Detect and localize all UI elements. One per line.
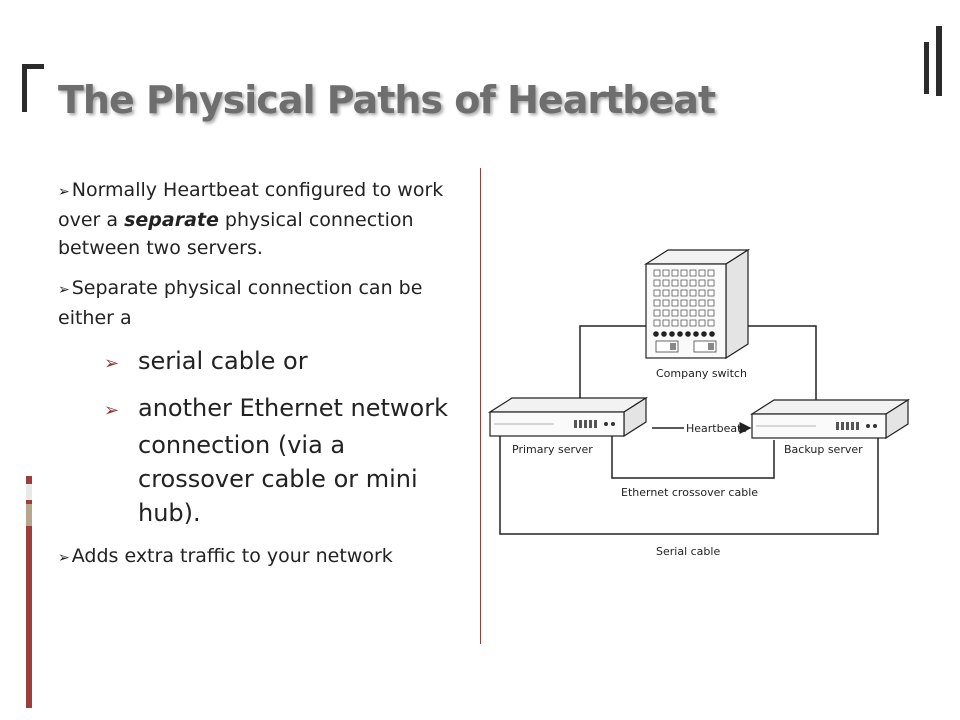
sub-bullet-1-text: serial cable or [138, 347, 308, 375]
switch-to-backup-cable [746, 325, 817, 406]
crossover-cable [611, 436, 775, 479]
bullet-1: ➢Normally Heartbeat configured to work o… [58, 176, 458, 262]
bullet-2-text: Separate physical connection can be eith… [58, 277, 423, 329]
serial-cable-label: Serial cable [656, 545, 720, 558]
bullet-2: ➢Separate physical connection can be eit… [58, 274, 458, 332]
sub-bullet-list: ➢ serial cable or ➢ another Ethernet netwo… [58, 344, 458, 530]
bullet-content: ➢Normally Heartbeat configured to work o… [58, 176, 458, 584]
corner-bar-horizontal [22, 64, 44, 69]
arrow-bullet-icon: ➢ [104, 353, 120, 374]
arrow-bullet-icon: ➢ [58, 184, 70, 200]
crossover-cable-label: Ethernet crossover cable [621, 486, 758, 499]
primary-server-icon [488, 396, 649, 438]
sub-bullet-1: ➢ serial cable or [58, 344, 458, 381]
sub-bullet-2: ➢ another Ethernet network connection (vi… [58, 391, 458, 530]
backup-server-icon [749, 398, 911, 440]
arrow-bullet-icon: ➢ [104, 400, 120, 421]
serial-cable [499, 432, 879, 535]
arrow-bullet-icon: ➢ [58, 282, 70, 298]
page-title: The Physical Paths of Heartbeat [58, 78, 716, 122]
heartbeat-network-diagram: Company switch Primary server Backup ser… [488, 248, 911, 558]
switch-label: Company switch [656, 367, 747, 380]
bullet-3-text: Adds extra traffic to your network [71, 545, 393, 567]
corner-bar-vertical-2 [924, 42, 929, 94]
heartbeats-label: Heartbeats [686, 422, 747, 435]
left-accent-bar [26, 476, 32, 708]
arrow-bullet-icon: ➢ [58, 550, 70, 566]
sub-bullet-2-text: another Ethernet network connection (via… [138, 394, 448, 527]
content-divider [480, 168, 481, 644]
switch-to-primary-cable [579, 325, 648, 402]
bullet-1-post: physical connection between two servers. [58, 209, 414, 259]
bullet-1-pre: Normally Heartbeat configured to work ov… [58, 179, 444, 231]
left-accent-tan [26, 504, 32, 526]
primary-server-label: Primary server [512, 443, 593, 456]
corner-bar-vertical-3 [22, 64, 27, 112]
corner-bar-vertical-1 [936, 26, 942, 96]
left-accent-light [26, 484, 32, 500]
backup-server-label: Backup server [784, 443, 863, 456]
bullet-3: ➢Adds extra traffic to your network [58, 542, 458, 572]
bullet-1-emphasis: separate [124, 209, 219, 231]
company-switch-icon [643, 248, 751, 360]
